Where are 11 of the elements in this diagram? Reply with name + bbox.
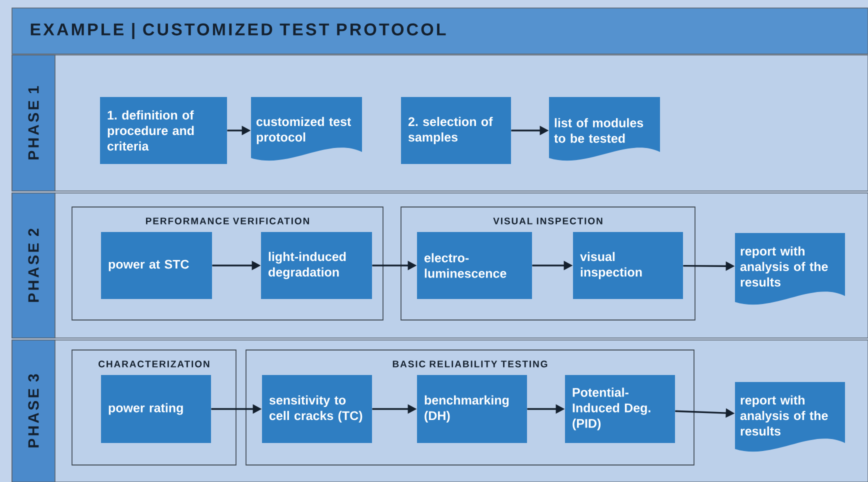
process-box: sensitivity to cell cracks (TC) <box>262 375 372 443</box>
title-band: EXAMPLE | CUSTOMIZED TEST PROTOCOL <box>12 8 868 54</box>
process-box: benchmarking (DH) <box>417 375 527 443</box>
process-box: power at STC <box>101 232 212 299</box>
process-box: electro-luminescence <box>417 232 532 299</box>
process-box: visual inspection <box>573 232 683 299</box>
process-box: 2. selection of samples <box>401 97 511 164</box>
process-box: 1. definition of procedure and criteria <box>100 97 227 164</box>
process-box: light-induced degradation <box>261 232 372 299</box>
process-box: power rating <box>101 375 211 443</box>
process-box: Potential-Induced Deg. (PID) <box>565 375 675 443</box>
